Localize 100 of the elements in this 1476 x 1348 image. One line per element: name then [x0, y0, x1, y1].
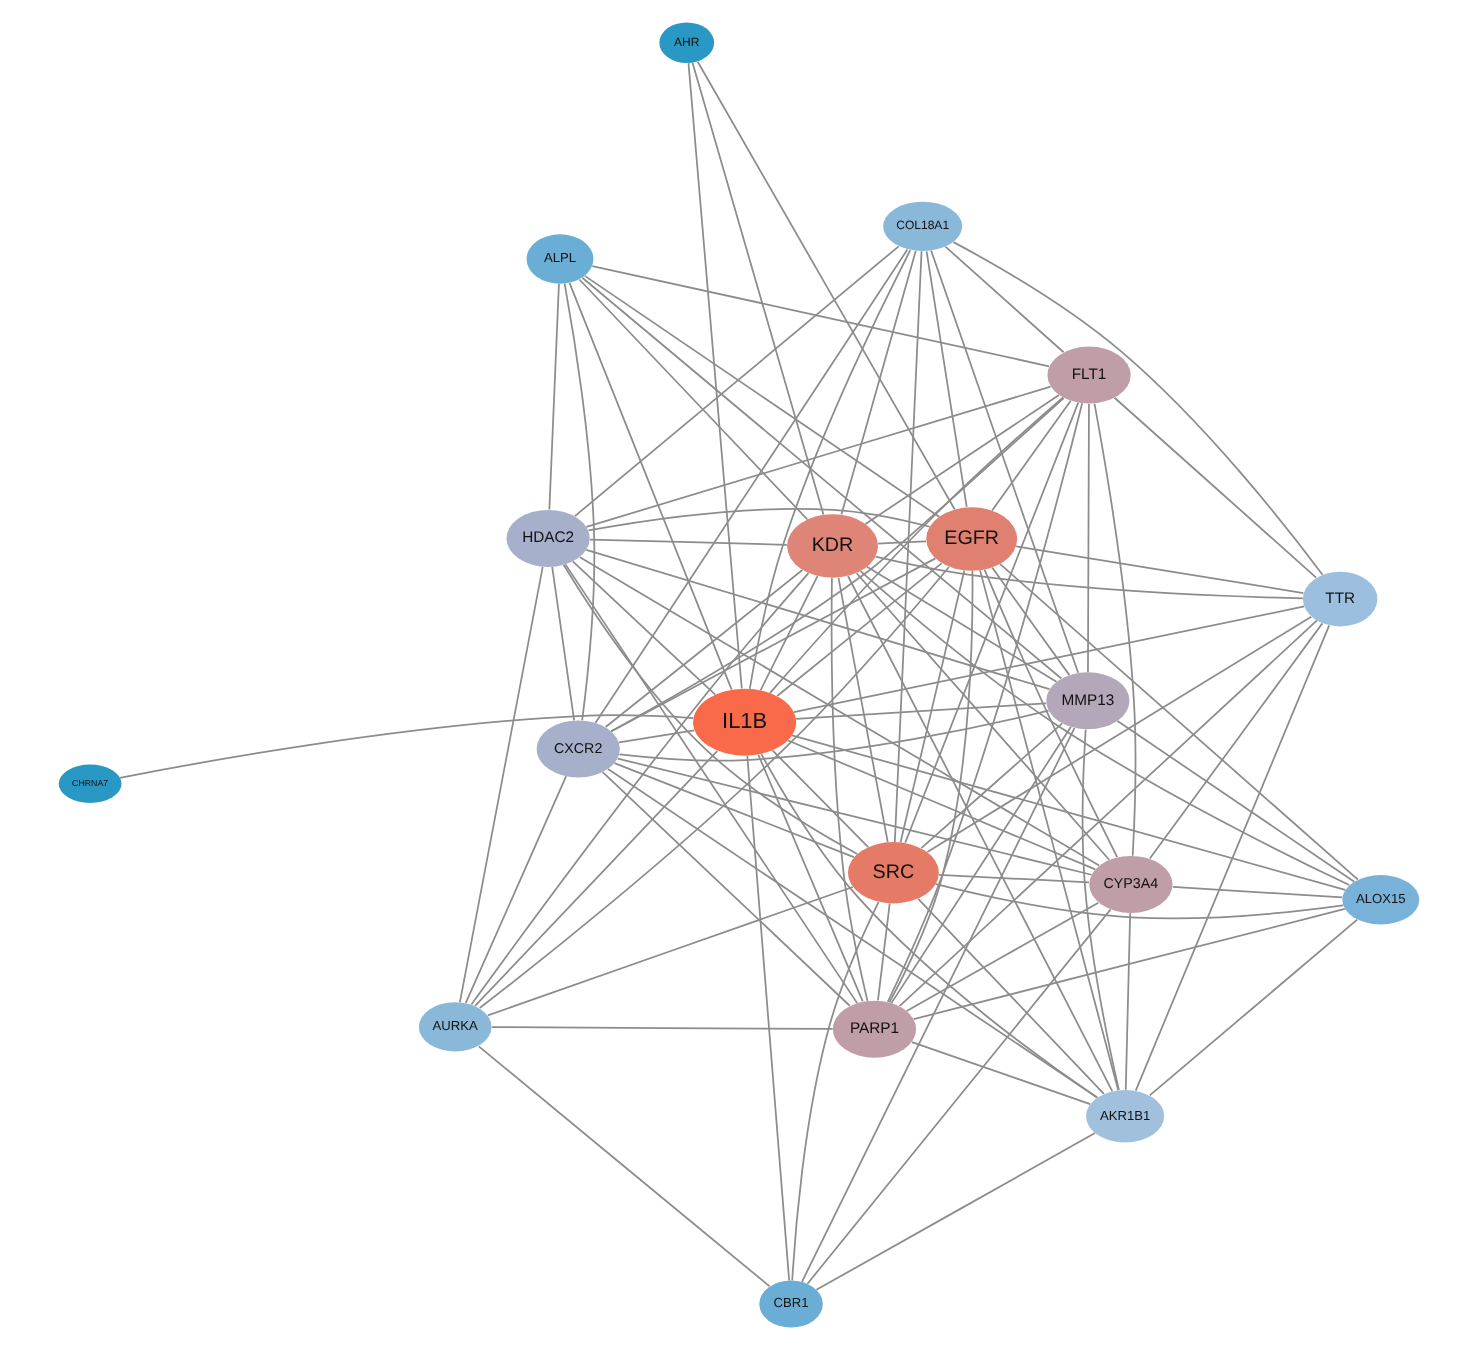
- connector: [937, 873, 1089, 883]
- connector: [550, 564, 574, 721]
- connector: [570, 559, 716, 695]
- connector: [615, 756, 1092, 875]
- connector: [876, 539, 926, 544]
- connector: [876, 901, 890, 1001]
- connector: [1112, 395, 1316, 578]
- connector: [612, 761, 854, 858]
- connector: [770, 748, 869, 848]
- connector: [805, 907, 1111, 1284]
- connector: [887, 569, 973, 1003]
- connector: [829, 576, 868, 1001]
- connector: [792, 604, 1305, 712]
- connector: [858, 569, 1350, 885]
- connector: [485, 885, 853, 1016]
- connector: [873, 554, 1303, 599]
- connector: [898, 568, 965, 843]
- connector: [584, 548, 1050, 690]
- connector: [1147, 621, 1323, 859]
- connector: [775, 561, 942, 696]
- connector: [580, 275, 1062, 679]
- connector: [885, 401, 1083, 1002]
- node-ellipse: KDR: [786, 513, 877, 577]
- connector: [865, 564, 1057, 682]
- connector: [863, 393, 1059, 524]
- connector: [982, 567, 1118, 858]
- connector: [567, 281, 732, 690]
- node-ellipse: SRC: [846, 841, 938, 903]
- connector: [547, 281, 559, 510]
- connector: [1086, 402, 1089, 672]
- connector: [790, 900, 879, 1281]
- connector: [758, 574, 818, 691]
- node-ellipse: IL1B: [692, 687, 796, 755]
- connector: [889, 724, 1071, 1003]
- connector: [759, 752, 1097, 1098]
- connector: [588, 537, 787, 545]
- connector: [839, 249, 916, 515]
- connector: [690, 61, 824, 515]
- connector: [786, 738, 1096, 870]
- connector: [854, 571, 1110, 860]
- connector: [1170, 885, 1343, 898]
- connector: [1080, 727, 1119, 1090]
- connector: [577, 277, 808, 520]
- connector: [990, 398, 1071, 511]
- connector: [695, 59, 955, 510]
- connector: [1133, 623, 1330, 1091]
- connector: [617, 708, 1049, 761]
- connector: [490, 1025, 833, 1029]
- connector: [476, 1044, 770, 1287]
- connector: [586, 507, 930, 531]
- connector: [1123, 911, 1131, 1090]
- connector: [573, 244, 899, 516]
- connector: [584, 384, 1051, 527]
- connector: [814, 1131, 1095, 1290]
- connector: [800, 725, 1075, 1282]
- connector: [1014, 544, 1304, 593]
- connector: [925, 614, 1312, 852]
- connector: [563, 562, 858, 1003]
- connector: [745, 753, 790, 1281]
- connector: [903, 400, 1079, 843]
- connector: [768, 395, 1063, 693]
- connector: [562, 281, 595, 721]
- connector: [1092, 401, 1136, 856]
- connector: [747, 248, 911, 689]
- connector: [561, 563, 858, 854]
- connector: [1115, 719, 1355, 882]
- connector: [951, 240, 1323, 575]
- connector: [794, 701, 1046, 719]
- connector: [978, 568, 1119, 1091]
- connector: [617, 728, 695, 743]
- connector: [892, 249, 922, 842]
- connector: [846, 574, 1113, 1092]
- connector: [469, 571, 809, 1005]
- connector: [919, 721, 1063, 848]
- connector: [998, 562, 1358, 880]
- connector: [463, 774, 567, 1004]
- connector: [929, 248, 1078, 673]
- connector: [600, 770, 850, 1006]
- connector: [477, 565, 949, 1008]
- connector: [756, 752, 863, 1002]
- connector: [609, 396, 1064, 732]
- connector: [603, 568, 803, 727]
- connector: [916, 896, 1104, 1094]
- connector: [590, 264, 1049, 367]
- connector: [686, 61, 742, 689]
- connector: [593, 247, 908, 723]
- connector: [606, 767, 1098, 1098]
- connector: [910, 1040, 1091, 1104]
- connector: [118, 713, 694, 778]
- connector: [1147, 917, 1358, 1096]
- connector: [578, 555, 1099, 866]
- connector: [582, 274, 939, 517]
- connector: [897, 618, 1317, 1006]
- connector: [934, 882, 1344, 919]
- connector: [458, 565, 543, 1003]
- connector: [904, 900, 1099, 1011]
- node-ellipse: EGFR: [925, 506, 1017, 570]
- connector: [911, 907, 1345, 1019]
- connector: [790, 733, 1346, 890]
- connector: [836, 576, 888, 843]
